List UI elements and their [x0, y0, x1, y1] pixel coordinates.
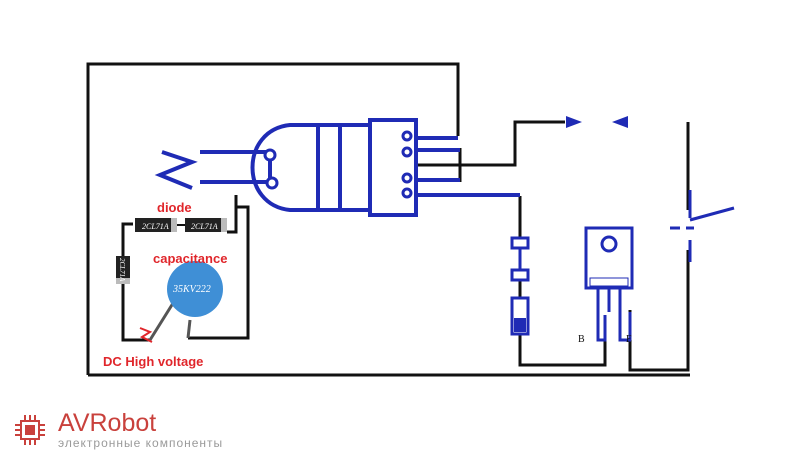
brand-watermark: AVRobot электронные компоненты: [12, 410, 223, 450]
capacitor: 35KV222: [148, 261, 223, 341]
relay-terminals: [263, 130, 413, 199]
resistor: [510, 296, 530, 336]
diode-1-marking: 2CL71A: [142, 222, 169, 231]
discharge-symbol: [139, 327, 153, 343]
chip-logo-icon: [15, 415, 45, 445]
diode-3-marking: 2CL71A: [118, 258, 126, 282]
diode-3: 2CL71A: [116, 256, 130, 284]
spark-symbol: [154, 150, 198, 190]
black-wiring: [86, 62, 690, 377]
relay-assembly: [200, 118, 520, 217]
dc-high-voltage-label: DC High voltage: [103, 354, 203, 369]
brand-tagline: электронные компоненты: [58, 436, 224, 450]
contact-arrows: [566, 116, 628, 128]
switch: [670, 190, 735, 262]
transistor: [584, 226, 634, 312]
diode-2: 2CL71A: [185, 218, 227, 232]
diode-1: 2CL71A: [135, 218, 177, 232]
diode-2-marking: 2CL71A: [191, 222, 218, 231]
brand-name: AVRobot: [58, 409, 157, 437]
base-label: B: [578, 334, 585, 345]
diode-label: diode: [157, 200, 192, 215]
fuse: [510, 236, 530, 282]
emitter-label: E: [626, 334, 632, 345]
capacitor-marking: 35KV222: [172, 284, 211, 295]
capacitance-label: capacitance: [153, 251, 227, 266]
